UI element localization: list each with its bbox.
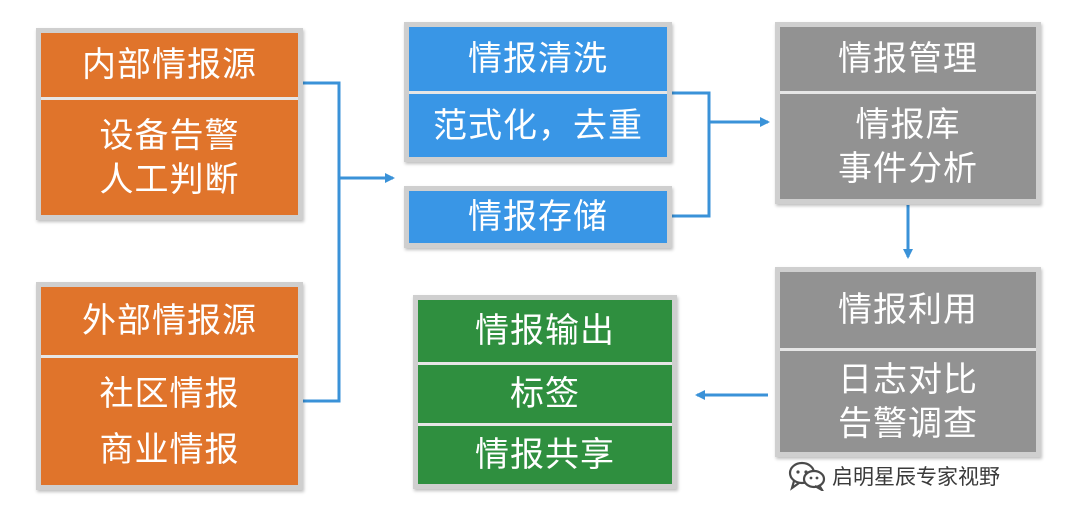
external-source-box: 外部情报源 社区情报 商业情报 xyxy=(36,282,303,490)
watermark: 启明星辰专家视野 xyxy=(788,456,1000,496)
divider xyxy=(780,348,1036,351)
usage-box: 情报利用 日志对比 告警调查 xyxy=(775,267,1041,457)
output-item: 情报输出 xyxy=(475,311,615,351)
usage-item: 告警调查 xyxy=(838,403,978,444)
storage-box: 情报存储 xyxy=(404,186,672,248)
external-source-items: 社区情报 商业情报 xyxy=(41,358,298,485)
internal-source-box: 内部情报源 设备告警 人工判断 xyxy=(36,28,303,220)
external-source-item: 社区情报 xyxy=(99,373,240,414)
internal-source-item: 人工判断 xyxy=(99,159,240,200)
processing-bracket xyxy=(672,91,711,218)
usage-title: 情报利用 xyxy=(838,290,978,330)
internal-source-title: 内部情报源 xyxy=(82,45,257,85)
management-item: 事件分析 xyxy=(838,148,978,189)
cleaning-box: 情报清洗 范式化，去重 xyxy=(404,22,672,162)
external-source-title: 外部情报源 xyxy=(82,301,257,341)
usage-item: 日志对比 xyxy=(838,359,978,400)
management-items: 情报库 事件分析 xyxy=(780,94,1036,199)
output-item: 情报共享 xyxy=(475,435,615,475)
external-source-item: 商业情报 xyxy=(99,429,240,470)
divider xyxy=(418,423,672,426)
internal-source-items: 设备告警 人工判断 xyxy=(41,100,298,215)
divider xyxy=(41,355,298,358)
divider xyxy=(41,97,298,100)
divider xyxy=(780,91,1036,94)
cleaning-detail: 范式化，去重 xyxy=(433,105,643,146)
internal-source-item: 设备告警 xyxy=(99,115,240,156)
output-box: 情报输出 标签 情报共享 xyxy=(413,295,677,489)
cleaning-title: 情报清洗 xyxy=(468,39,608,79)
storage-title: 情报存储 xyxy=(468,197,608,237)
output-item: 标签 xyxy=(510,374,580,414)
divider xyxy=(409,91,667,94)
source-bracket xyxy=(302,81,341,403)
divider xyxy=(418,362,672,365)
management-item: 情报库 xyxy=(855,104,961,145)
usage-items: 日志对比 告警调查 xyxy=(780,351,1036,452)
management-box: 情报管理 情报库 事件分析 xyxy=(775,22,1041,204)
management-title: 情报管理 xyxy=(838,39,978,79)
wechat-icon xyxy=(788,461,826,491)
watermark-text: 启明星辰专家视野 xyxy=(832,465,1000,489)
